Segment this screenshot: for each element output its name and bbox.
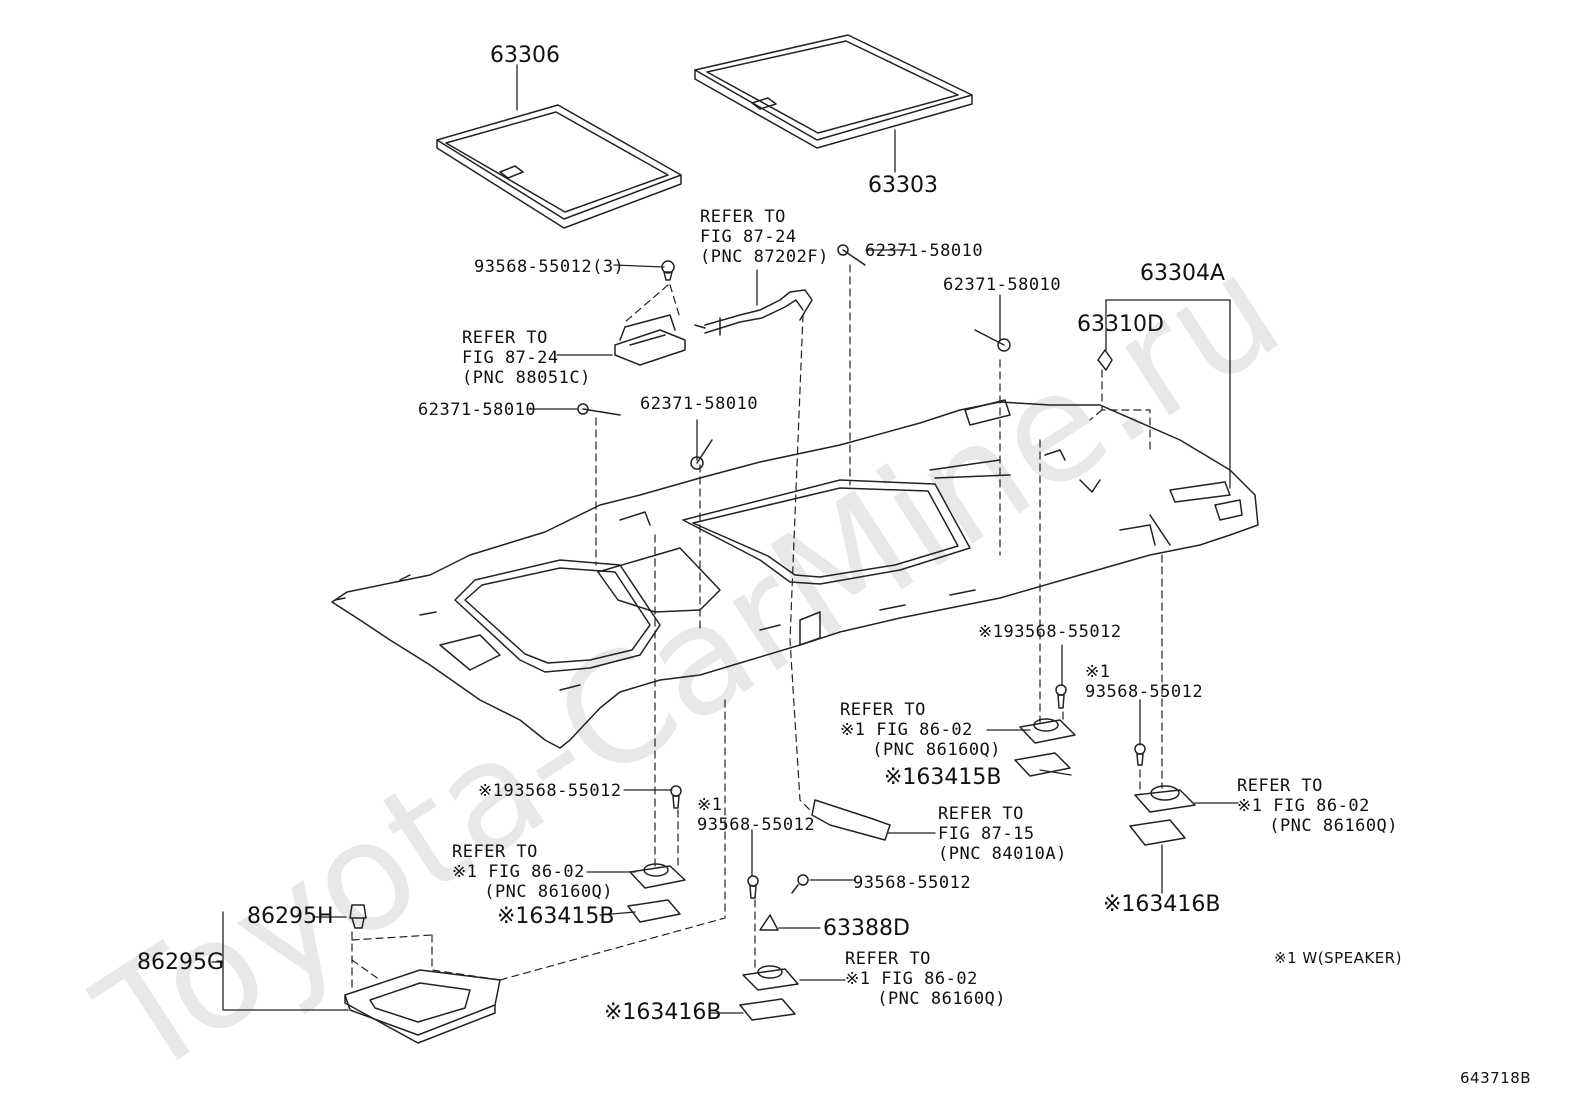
label-63304a: 63304A — [1140, 261, 1226, 286]
label-86295g: 86295G — [137, 950, 225, 975]
label-63310d: 63310D — [1077, 312, 1164, 337]
label-63388d: 63388D — [823, 916, 910, 941]
label-s1-screw-r1: ※193568-55012 — [978, 622, 1122, 642]
speakers — [627, 718, 1196, 1021]
leader-lines — [211, 64, 1239, 1014]
label-clip-b: 62371-58010 — [943, 275, 1062, 295]
label-clip-a: 62371-58010 — [865, 241, 984, 261]
part-63303-shade — [694, 34, 973, 149]
label-63416b-c: ※163416B — [604, 1000, 722, 1025]
label-screw-3: 93568-55012(3) — [474, 257, 625, 277]
label-ref-spk-r2: REFER TO ※1 FIG 86-02 (PNC 86160Q) — [1237, 776, 1399, 836]
label-s1-screw-r2: ※1 93568-55012 — [1085, 662, 1204, 702]
part-63306-shade — [436, 104, 682, 229]
label-ref-spk-r1: REFER TO ※1 FIG 86-02 (PNC 86160Q) — [840, 700, 1002, 760]
label-ref-spk-l: REFER TO ※1 FIG 86-02 (PNC 86160Q) — [452, 842, 614, 902]
label-63415b-l: ※163415B — [497, 904, 615, 929]
part-86295g-housing — [344, 969, 501, 1044]
label-s1-screw-l: ※193568-55012 — [478, 781, 622, 801]
label-ref-88051c: REFER TO FIG 87-24 (PNC 88051C) — [462, 328, 591, 388]
label-63306: 63306 — [490, 43, 560, 68]
part-87202f-harness — [694, 289, 813, 336]
label-clip-d: 62371-58010 — [640, 394, 759, 414]
diagram-id: 643718B — [1460, 1069, 1532, 1087]
label-86295h: 86295H — [247, 904, 334, 929]
footnote: ※1 W(SPEAKER) — [1274, 949, 1402, 967]
label-ref-84010a: REFER TO FIG 87-15 (PNC 84010A) — [938, 804, 1067, 864]
headliner-63304a — [331, 399, 1259, 749]
label-63416b-r: ※163416B — [1103, 892, 1221, 917]
label-ref-87202f: REFER TO FIG 87-24 (PNC 87202F) — [700, 207, 829, 267]
label-s1-screw-c: ※1 93568-55012 — [697, 795, 816, 835]
label-63303: 63303 — [868, 173, 938, 198]
part-88051c-assist — [614, 314, 686, 366]
label-63415b-r: ※163415B — [884, 765, 1002, 790]
label-screw-plain: 93568-55012 — [853, 873, 972, 893]
label-clip-c: 62371-58010 — [418, 400, 537, 420]
label-ref-spk-c: REFER TO ※1 FIG 86-02 (PNC 86160Q) — [845, 949, 1007, 1009]
dashed-guides — [351, 264, 1163, 991]
